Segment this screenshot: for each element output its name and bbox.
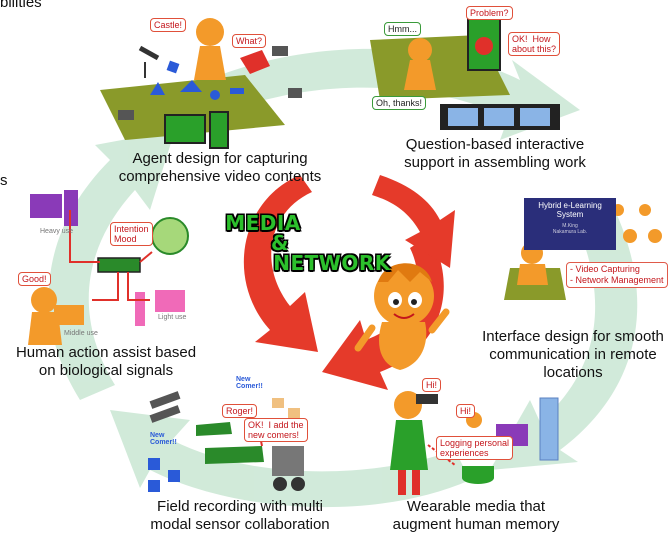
bubble-intention: Intention: [114, 224, 149, 234]
caption-field-recording: Field recording with multi modal sensor …: [130, 498, 350, 534]
caption-interface-design-line3: locations: [543, 364, 603, 381]
red-arrow-left: [243, 175, 318, 352]
scene-human-action: [28, 190, 189, 345]
caption-interface-design-line2: communication in remote: [489, 346, 657, 363]
label-light-use: Light use: [158, 314, 187, 321]
caption-wearable: Wearable media that augment human memory: [376, 498, 576, 534]
green-arrow-bottom: [110, 410, 470, 508]
slide-author: M.King Nakamura Lab.: [552, 223, 588, 235]
bubble-ok-how: OK! How about this?: [508, 32, 561, 56]
clipped-top-text: bilities: [0, 0, 42, 11]
label-heavy-use: Heavy use: [40, 228, 74, 235]
caption-agent-design-line1: Agent design for capturing: [132, 150, 308, 167]
caption-field-recording-line1: Field recording with multi: [157, 498, 323, 515]
center-line-media: MEDIA: [225, 211, 301, 235]
caption-agent-design-line2: comprehensive video contents: [118, 168, 322, 185]
center-network-title: NETWORK: [273, 251, 391, 275]
caption-human-action: Human action assist based on biological …: [0, 344, 212, 380]
red-arrow-top: [372, 175, 455, 268]
caption-wearable-line1: Wearable media that: [406, 498, 546, 515]
slide-title: Hybrid e-Learning System: [538, 201, 602, 219]
scene-question-based: [370, 17, 560, 130]
bubble-castle: Castle!: [150, 18, 187, 32]
bubble-oh-thanks: Oh, thanks!: [372, 96, 427, 110]
bubble-ok-add: OK! I add the new comers!: [244, 418, 308, 442]
caption-question-based-line2: support in assembling work: [404, 154, 586, 171]
bubble-hi-2: Hi!: [456, 404, 475, 418]
caption-field-recording-line2: modal sensor collaboration: [150, 516, 330, 533]
slide-notes: - Video Capturing - Network Management: [566, 262, 668, 288]
presentation-slide: Hybrid e-Learning System M.King Nakamura…: [524, 198, 616, 250]
bubble-what: What?: [232, 34, 267, 48]
bubble-logging: Logging personal experiences: [436, 436, 514, 460]
green-arrow-left: [48, 130, 175, 400]
label-new-comer-2: New Comer!!: [150, 432, 177, 446]
center-ampersand: &: [271, 231, 289, 255]
bubble-good: Good!: [18, 272, 51, 286]
bubble-intention-mood: Intention Mood: [110, 222, 153, 246]
caption-human-action-line2: on biological signals: [38, 362, 174, 379]
bubble-mood: Mood: [114, 234, 137, 244]
label-middle-use: Middle use: [64, 330, 98, 337]
caption-agent-design: Agent design for capturing comprehensive…: [90, 150, 350, 186]
caption-interface-design-line1: Interface design for smooth: [482, 328, 664, 345]
bubble-problem: Problem?: [466, 6, 513, 20]
bubble-roger: Roger!: [222, 404, 258, 418]
caption-question-based: Question-based interactive support in as…: [380, 136, 610, 172]
center-character: [354, 263, 450, 370]
clipped-left-text: s: [0, 172, 8, 189]
scene-agent-design: [100, 18, 302, 149]
scene-field-recording: [148, 391, 305, 492]
caption-wearable-line2: augment human memory: [392, 516, 560, 533]
caption-human-action-line1: Human action assist based: [15, 344, 197, 361]
caption-interface-design: Interface design for smooth communicatio…: [474, 328, 672, 382]
bubble-hmm: Hmm...: [384, 22, 421, 36]
note-network-management: - Network Management: [570, 275, 664, 285]
bubble-hi-1: Hi!: [422, 378, 441, 392]
label-new-comer-1: New Comer!!: [236, 376, 263, 390]
scene-wearable: [390, 391, 559, 495]
center-media-title: MEDIA: [208, 212, 318, 234]
note-video-capturing: - Video Capturing: [570, 264, 640, 274]
caption-question-based-line1: Question-based interactive: [405, 136, 585, 153]
